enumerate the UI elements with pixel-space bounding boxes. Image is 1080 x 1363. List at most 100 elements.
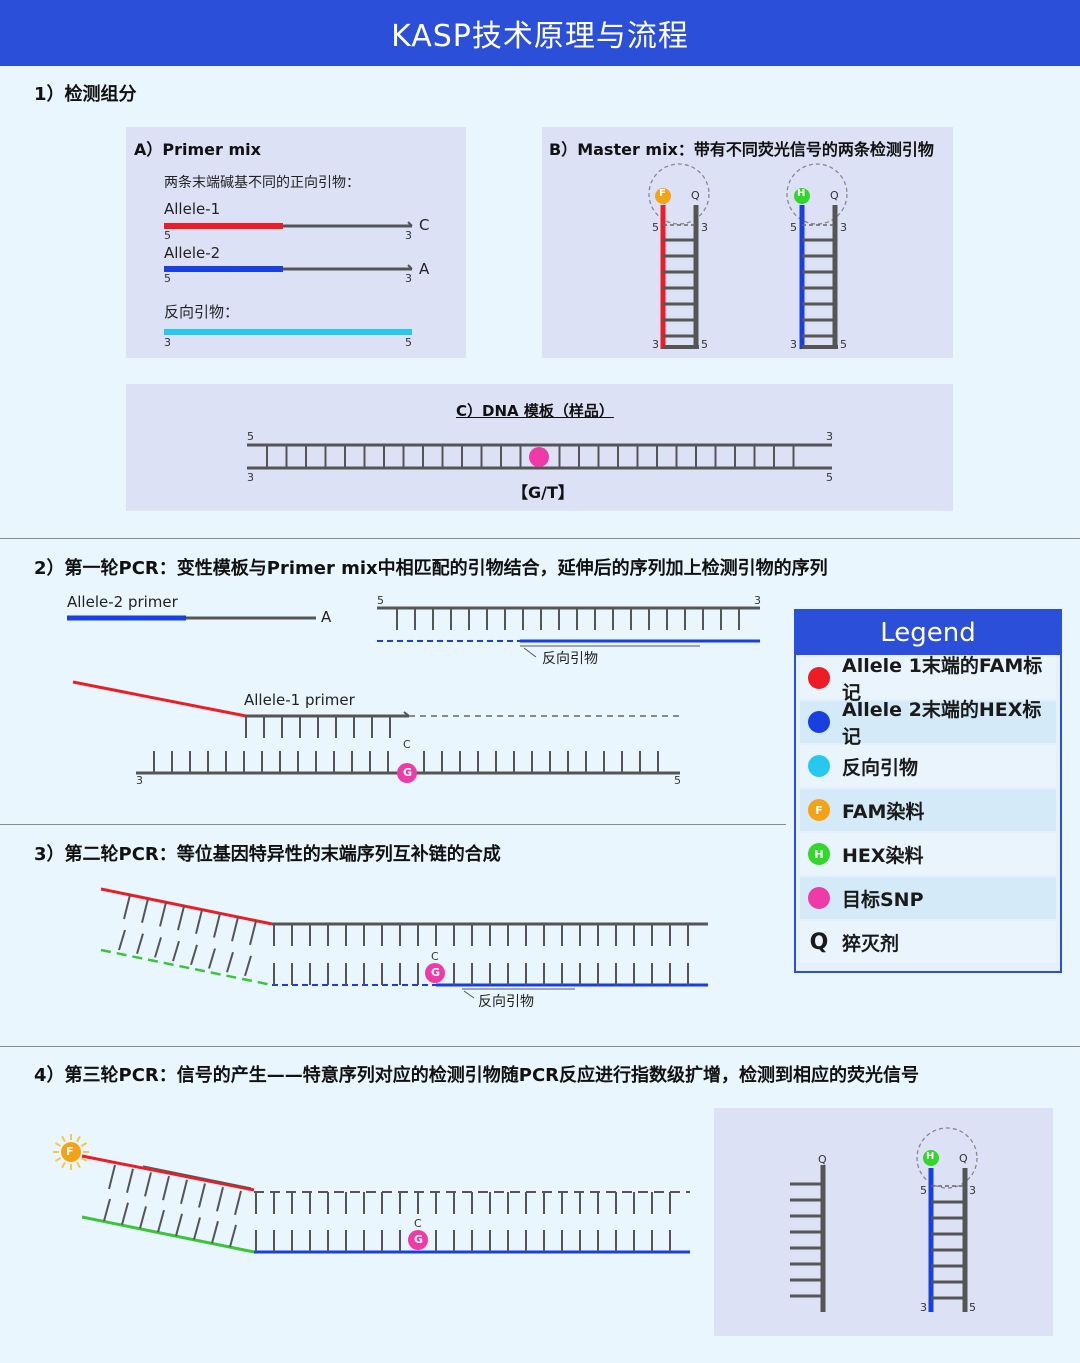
snp-genotype-label: 【G/T】	[512, 483, 574, 502]
allele2-primer-label: Allele-2 primer	[67, 593, 178, 611]
rung	[54, 1157, 62, 1162]
signal-five-bottom: 5	[969, 1301, 976, 1314]
rung	[162, 1175, 170, 1201]
rung	[175, 1213, 183, 1237]
s3-green-new-strand	[100, 948, 273, 987]
rung	[141, 898, 149, 923]
allele2-three: 3	[405, 272, 412, 285]
rung	[216, 1186, 224, 1212]
rung	[229, 1224, 237, 1248]
fam-five-bottom: 5	[701, 338, 708, 351]
section1-title: 1）检测组分	[34, 84, 137, 105]
s2-reverse-primer-label: 反向引物	[542, 651, 598, 667]
template-five-right: 5	[826, 471, 833, 484]
s4-slanted-rungs	[103, 1164, 242, 1248]
hex-five-top: 5	[790, 221, 797, 234]
fam-probe-rungs	[663, 238, 696, 338]
s3-bottom-rungs	[273, 963, 689, 985]
s4-g-base: G	[414, 1233, 424, 1246]
legend-item-hex-allele: Allele 2末端的HEX标记	[800, 699, 1056, 748]
rung	[249, 920, 257, 946]
legend-title: Legend	[796, 611, 1060, 655]
s2-allele1-red-tail	[72, 680, 247, 718]
s2-snp-marker	[397, 763, 417, 783]
allele1-label: Allele-1	[164, 200, 221, 218]
section2-title: 2）第一轮PCR：变性模板与Primer mix中相匹配的引物结合，延伸后的序列…	[34, 558, 828, 579]
hex-three-bottom: 3	[790, 338, 797, 351]
legend-item-quencher: Q 猝灭剂	[800, 921, 1056, 963]
hex-probe-rungs	[802, 238, 835, 338]
legend-item-fam-dye: F FAM染料	[800, 789, 1056, 831]
legend-item-hex-dye: H HEX染料	[800, 833, 1056, 875]
signal-quencher-letter: Q	[959, 1152, 968, 1165]
rung	[136, 933, 144, 954]
rung	[61, 1161, 66, 1169]
s2-five-top: 5	[377, 594, 384, 607]
allele2-five: 5	[164, 272, 171, 285]
fam-dye-letter: F	[659, 188, 666, 199]
rung	[213, 913, 221, 938]
allele1-three: 3	[405, 229, 412, 242]
allele2-label: Allele-2	[164, 244, 221, 262]
panel-primer-mix	[126, 127, 466, 358]
allele1-tick	[407, 221, 413, 227]
rung	[231, 916, 239, 942]
legend-label: 反向引物	[842, 756, 919, 779]
s2-binding-rungs	[245, 716, 391, 738]
allele1-end-base: C	[419, 216, 430, 234]
allele1-primer-label: Allele-1 primer	[244, 691, 355, 709]
page-title: KASP技术原理与流程	[0, 0, 1080, 66]
template-three-left: 3	[247, 471, 254, 484]
s4-green-strand	[81, 1215, 255, 1254]
legend-item-reverse-primer: 反向引物	[800, 745, 1056, 787]
hex-three-top: 3	[840, 221, 847, 234]
rung	[193, 1217, 201, 1240]
rung	[139, 1206, 147, 1229]
panel-c-title: C）DNA 模板（样品）	[456, 402, 614, 420]
rung	[234, 1190, 242, 1216]
legend-item-snp: 目标SNP	[800, 877, 1056, 919]
rung	[121, 1202, 129, 1225]
legend-label: 猝灭剂	[842, 932, 900, 955]
s4-rungs	[255, 1192, 671, 1252]
s4-fam-letter: F	[66, 1145, 74, 1158]
signal-hex-icon	[923, 1150, 939, 1166]
s3-top-rungs	[273, 924, 689, 946]
rung	[54, 1142, 62, 1147]
rung	[80, 1157, 88, 1162]
legend-label: 目标SNP	[842, 888, 924, 911]
fam-dye-icon: F	[808, 799, 830, 821]
hex-five-bottom: 5	[840, 338, 847, 351]
fam-five-top: 5	[652, 221, 659, 234]
panel-master-mix	[542, 127, 953, 358]
s3-red-tail	[100, 887, 273, 926]
allele2-primer-end: A	[321, 608, 332, 626]
rung	[76, 1135, 81, 1143]
reverse-five: 5	[405, 336, 412, 349]
fam-quencher-letter: Q	[691, 189, 700, 202]
rung	[198, 1183, 206, 1208]
template-three-right: 3	[826, 430, 833, 443]
red-circle-icon	[808, 667, 830, 689]
template-rungs	[266, 445, 795, 468]
hex-dye-icon: H	[808, 843, 830, 865]
s2-five-bottom: 5	[674, 774, 681, 787]
s3-reverse-primer-label: 反向引物	[478, 994, 534, 1010]
s3-slanted-rungs	[118, 894, 257, 977]
pink-circle-icon	[808, 887, 830, 909]
allele2-tick	[407, 264, 413, 270]
section4-title: 4）第三轮PCR：信号的产生——特意序列对应的检测引物随PCR反应进行指数级扩增…	[34, 1065, 920, 1086]
rung	[108, 1164, 116, 1190]
allele1-five: 5	[164, 229, 171, 242]
divider-3	[0, 1046, 1080, 1047]
rung	[195, 909, 203, 935]
rung	[123, 894, 131, 920]
legend: Legend Allele 1末端的FAM标记 Allele 2末端的HEX标记…	[794, 609, 1062, 973]
s3-c-base: C	[431, 950, 439, 963]
reverse-label: 反向引物：	[164, 303, 240, 321]
s2-g-base: G	[403, 766, 413, 779]
